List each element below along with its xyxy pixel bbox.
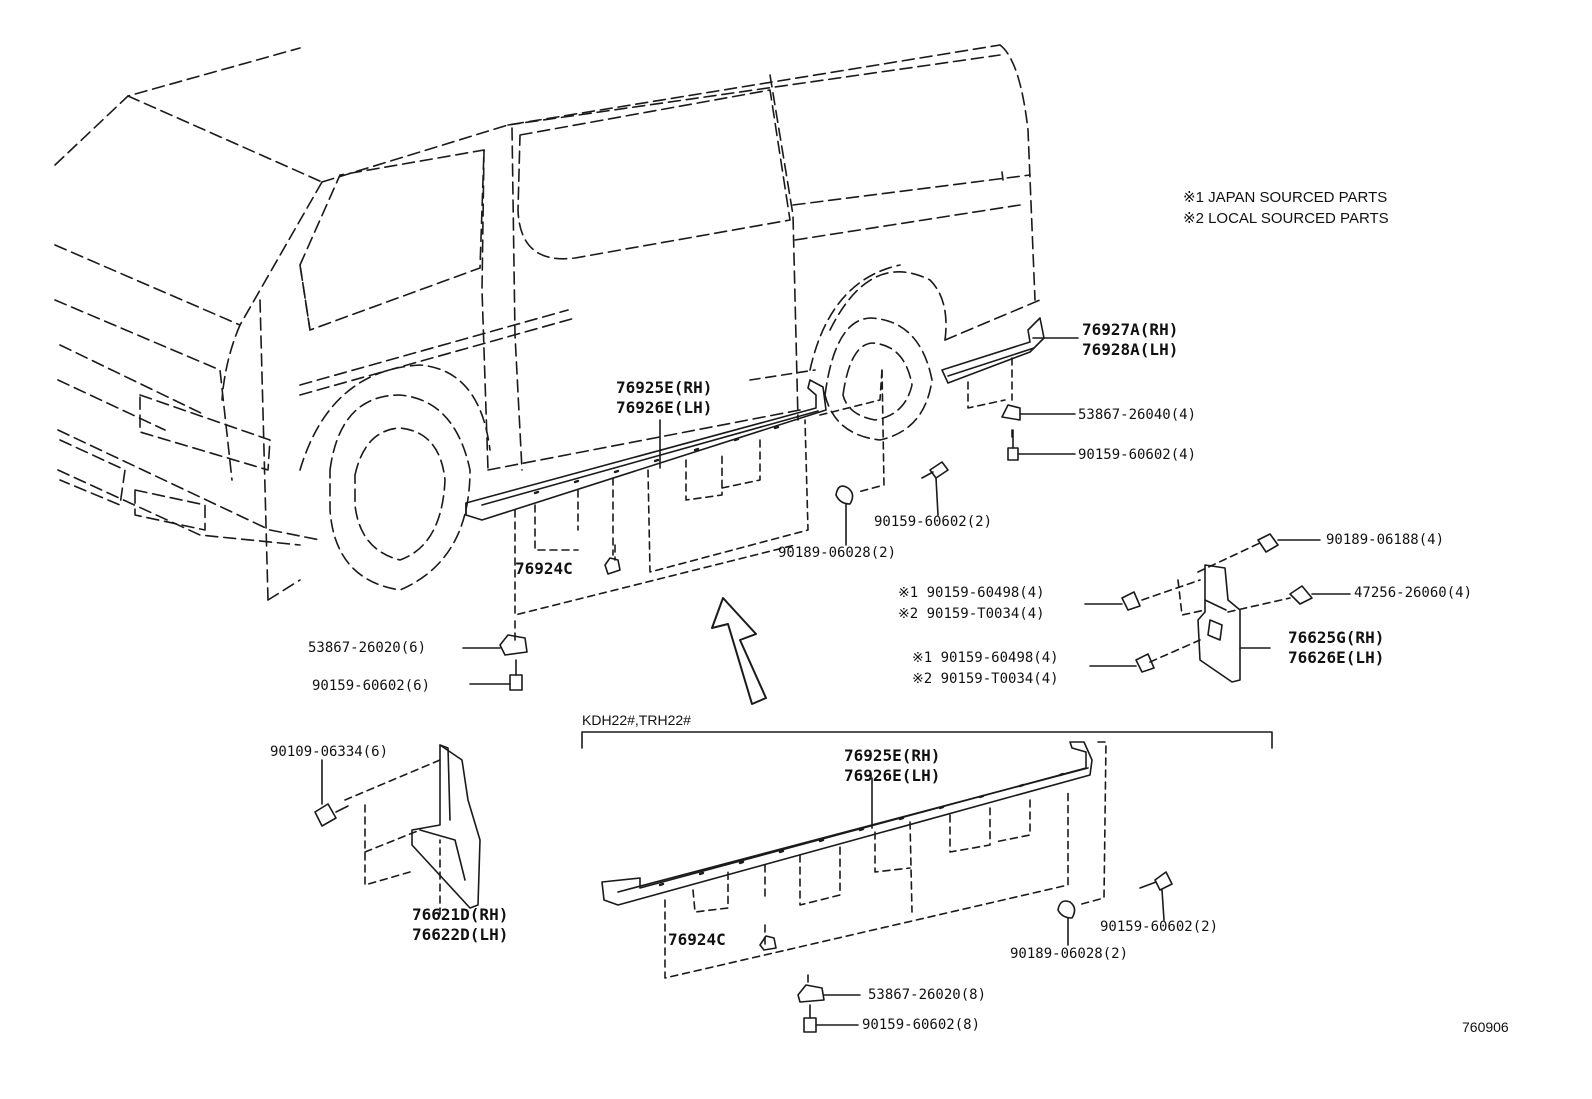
label-upper-screw: 90159-60602(2) <box>874 514 993 530</box>
label-mud-clip: 47256-26060(4) <box>1354 585 1473 601</box>
direction-arrow <box>711 597 767 705</box>
label-rear-flap-rh: 76927A(RH) <box>1082 320 1179 339</box>
label-lower-moulding-rh: 76925E(RH) <box>844 746 941 765</box>
front-bolt-shape <box>314 759 349 827</box>
group-label: KDH22#,TRH22# <box>582 712 691 728</box>
label-mudguard-lh: 76626E(LH) <box>1288 648 1385 667</box>
label-upper-moulding-lh: 76926E(LH) <box>616 398 713 417</box>
lower-fastener-lines <box>664 741 1107 986</box>
upper-nut-screw-shape <box>469 659 523 691</box>
rear-nut-shape <box>1001 404 1076 421</box>
upper-clip-shape <box>835 485 854 546</box>
mud-screw-a-shape <box>1257 533 1321 553</box>
rear-flap <box>941 317 1045 384</box>
label-rear-nut: 53867-26040(4) <box>1078 407 1197 423</box>
label-rear-screw: 90159-60602(4) <box>1078 447 1197 463</box>
label-lower-moulding-lh: 76926E(LH) <box>844 766 941 785</box>
lower-moulding <box>601 741 1093 906</box>
mudguard <box>1197 564 1241 683</box>
label-rear-flap-lh: 76928A(LH) <box>1082 340 1179 359</box>
upper-screw-shape <box>921 461 949 516</box>
label-upper-moulding-rh: 76925E(RH) <box>616 378 713 397</box>
front-flap <box>411 744 481 909</box>
upper-fastener-lines <box>514 369 885 641</box>
mud-clip-shape <box>1289 585 1351 605</box>
rear-fastener-lines <box>967 357 1013 441</box>
label-mud-screw-a: 90189-06188(4) <box>1326 532 1445 548</box>
note-japan-sourced: ※1 JAPAN SOURCED PARTS <box>1183 189 1388 206</box>
label-lower-nut-screw: 90159-60602(8) <box>862 1017 981 1033</box>
label-upper-nut: 53867-26020(6) <box>308 640 427 656</box>
label-upper-nut-screw: 90159-60602(6) <box>312 678 431 694</box>
lower-nut-shape <box>797 984 861 1003</box>
upper-nut-shape <box>462 634 528 656</box>
label-mud-local-b: ※2 90159-T0034(4) <box>912 671 1059 687</box>
group-bracket <box>581 731 1273 749</box>
label-lower-screw: 90159-60602(2) <box>1100 919 1219 935</box>
figure-id: 760906 <box>1462 1019 1509 1035</box>
van-outline <box>54 44 1041 601</box>
label-mud-japan-a: ※1 90159-60498(4) <box>898 585 1045 601</box>
label-front-bolt: 90109-06334(6) <box>270 744 389 760</box>
label-mud-japan-b: ※1 90159-60498(4) <box>912 650 1059 666</box>
label-mud-local-a: ※2 90159-T0034(4) <box>898 606 1045 622</box>
label-front-flap-rh: 76621D(RH) <box>412 905 509 924</box>
label-upper-clip: 90189-06028(2) <box>778 545 897 561</box>
lower-clip-shape <box>1057 900 1076 946</box>
label-front-flap-lh: 76622D(LH) <box>412 925 509 944</box>
lower-nut-screw-shape <box>803 1004 859 1033</box>
upper-moulding <box>465 379 827 521</box>
label-mudguard-rh: 76625G(RH) <box>1288 628 1385 647</box>
label-upper-retainer: 76924C <box>515 559 573 578</box>
lower-screw-shape <box>1139 871 1173 921</box>
label-lower-clip: 90189-06028(2) <box>1010 946 1129 962</box>
note-local-sourced: ※2 LOCAL SOURCED PARTS <box>1183 210 1389 227</box>
upper-retainer-shape <box>604 557 621 575</box>
mudguard-fastener-lines <box>1141 541 1291 663</box>
lower-retainer-shape <box>759 935 777 951</box>
mud-japan-a-shape <box>1084 591 1141 611</box>
label-lower-nut: 53867-26020(8) <box>868 987 987 1003</box>
label-lower-retainer: 76924C <box>668 930 726 949</box>
front-fastener-lines <box>344 759 441 916</box>
rear-screw-shape <box>1007 429 1076 461</box>
mud-japan-b-shape <box>1089 653 1155 673</box>
